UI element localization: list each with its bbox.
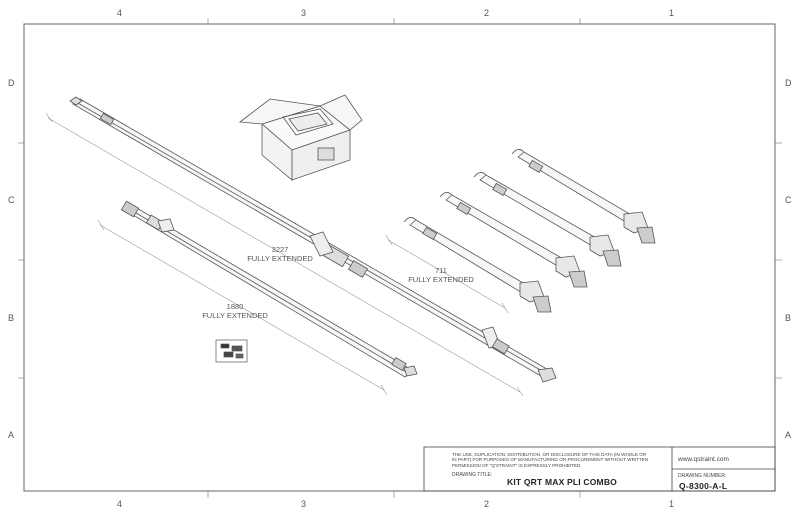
long-strap-dimension-line — [45, 112, 524, 397]
zone-top-2: 2 — [484, 8, 490, 18]
retractor-strap-2 — [439, 192, 588, 288]
zone-right-C: C — [785, 195, 792, 205]
retractor-dimension: 711 FULLY EXTENDED — [406, 266, 476, 284]
zone-right-D: D — [785, 78, 792, 88]
instruction-card-icon — [215, 339, 248, 363]
medium-strap — [120, 200, 418, 378]
medium-strap-dimension-value: 1880 — [226, 302, 244, 311]
zone-left-C: C — [8, 195, 15, 205]
company-website: www.qstraint.com — [678, 456, 729, 463]
zone-left-B: B — [8, 313, 15, 323]
title-block — [423, 446, 776, 492]
medium-strap-dimension-line — [97, 219, 388, 396]
retractor-dimension-line — [385, 234, 509, 314]
long-strap-dimension: 3227 FULLY EXTENDED — [245, 245, 315, 263]
zone-top-1: 1 — [669, 8, 675, 18]
drawing-number-label: DRAWING NUMBER: — [678, 473, 727, 479]
zone-ticks — [18, 18, 782, 498]
drawing-title-label: DRAWING TITLE: — [452, 472, 493, 478]
zone-bottom-4: 4 — [117, 499, 123, 509]
drawing-title: KIT QRT MAX PLI COMBO — [507, 477, 617, 487]
zone-left-A: A — [8, 430, 15, 440]
zone-top-3: 3 — [301, 8, 307, 18]
retractor-dimension-note: FULLY EXTENDED — [408, 275, 474, 284]
zone-bottom-1: 1 — [669, 499, 675, 509]
kit-box — [238, 94, 363, 181]
retractor-dimension-value: 711 — [435, 266, 447, 275]
retractor-strap-3 — [473, 172, 622, 267]
long-strap-dimension-note: FULLY EXTENDED — [247, 254, 313, 263]
title-block-notice: THE USE, DUPLICATION, DISTRIBUTION, OR D… — [452, 452, 649, 468]
medium-strap-dimension-note: FULLY EXTENDED — [202, 311, 268, 320]
retractor-strap-4 — [511, 149, 656, 244]
zone-bottom-2: 2 — [484, 499, 490, 509]
drawing-border — [23, 23, 776, 492]
drawing-number: Q-8300-A-L — [679, 481, 728, 491]
long-strap — [69, 96, 557, 383]
zone-top-4: 4 — [117, 8, 123, 18]
medium-strap-dimension: 1880 FULLY EXTENDED — [200, 302, 270, 320]
zone-bottom-3: 3 — [301, 499, 307, 509]
zone-right-A: A — [785, 430, 792, 440]
zone-right-B: B — [785, 313, 792, 323]
retractor-strap-1 — [403, 217, 552, 313]
long-strap-dimension-value: 3227 — [271, 245, 289, 254]
zone-left-D: D — [8, 78, 15, 88]
